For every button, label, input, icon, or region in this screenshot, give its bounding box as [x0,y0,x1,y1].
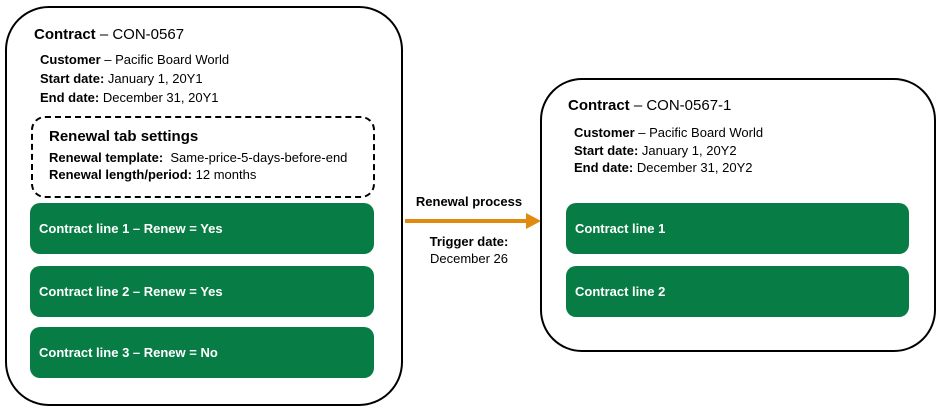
contract-label: Contract [568,97,630,114]
end-date-value: December 31, 20Y1 [99,90,219,105]
contract-id: – CON-0567-1 [629,97,732,114]
renewed-customer: Customer – Pacific Board World [574,123,763,142]
renewed-contract-title: Contract – CON-0567-1 [568,97,731,114]
end-date-label: End date: [40,90,100,105]
renewed-contract-line-2: Contract line 2 [566,266,909,317]
trigger-date-value: December 26 [429,251,509,266]
renewed-start-date: Start date: January 1, 20Y2 [574,141,737,160]
renewal-template-label: Renewal template: [49,150,164,165]
source-contract-line-2: Contract line 2 – Renew = Yes [30,266,374,317]
start-date-value: January 1, 20Y1 [104,71,203,86]
source-contract-line-1: Contract line 1 – Renew = Yes [30,203,374,254]
start-date-value: January 1, 20Y2 [638,143,737,158]
renewed-contract-line-1: Contract line 1 [566,203,909,254]
renewed-end-date: End date: December 31, 20Y2 [574,158,752,177]
source-contract-line-3: Contract line 3 – Renew = No [30,327,374,378]
renewal-template: Renewal template: Same-price-5-days-befo… [49,148,347,167]
trigger-date-label: Trigger date: [429,234,509,249]
end-date-label: End date: [574,160,634,175]
source-contract-title: Contract – CON-0567 [34,26,184,43]
start-date-label: Start date: [40,71,105,86]
customer-label: Customer [40,52,101,67]
renewal-length: Renewal length/period: 12 months [49,165,256,184]
source-start-date: Start date: January 1, 20Y1 [40,69,203,88]
customer-label: Customer [574,125,635,140]
source-end-date: End date: December 31, 20Y1 [40,88,218,107]
renewal-process-label: Renewal process [415,194,523,209]
source-customer: Customer – Pacific Board World [40,50,229,69]
customer-value: – Pacific Board World [634,125,764,140]
renewal-settings-heading: Renewal tab settings [49,128,199,145]
renewal-settings-box [31,116,375,198]
renewal-template-value: Same-price-5-days-before-end [163,150,348,165]
end-date-value: December 31, 20Y2 [633,160,753,175]
customer-value: – Pacific Board World [100,52,230,67]
contract-label: Contract [34,26,96,43]
renewal-length-value: 12 months [192,167,257,182]
start-date-label: Start date: [574,143,639,158]
renewal-length-label: Renewal length/period: [49,167,193,182]
contract-id: – CON-0567 [95,26,185,43]
